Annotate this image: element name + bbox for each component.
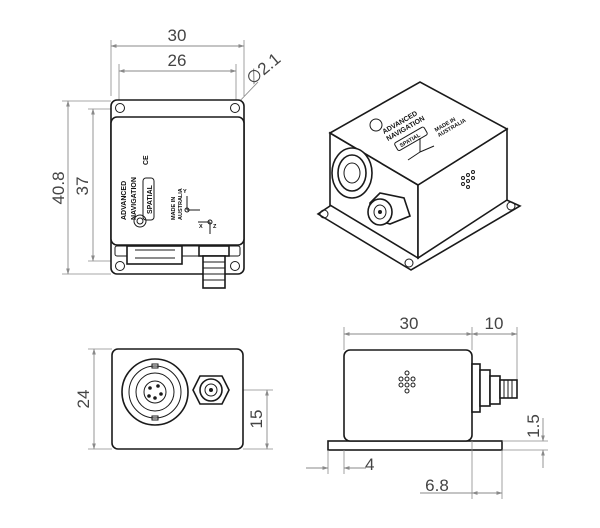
svg-text:Y: Y — [183, 189, 187, 195]
mount-hole-icon — [230, 103, 240, 113]
iso-axes-icon — [407, 138, 435, 161]
svg-text:X: X — [199, 224, 203, 230]
dim-4: 4 — [365, 455, 374, 474]
logo-icon — [133, 214, 147, 228]
sma-connector-top — [198, 245, 230, 289]
dim-hole-diameter: ∅2.1 — [243, 49, 285, 88]
circular-connector-top — [126, 245, 183, 265]
iso-sma-connector — [367, 192, 411, 226]
iso-circular-connector — [331, 147, 373, 199]
iso-logo-icon — [369, 118, 383, 132]
origin-line2: AUSTRALIA — [178, 188, 184, 220]
side-view: 30 10 1.5 4 — [306, 314, 548, 499]
axes-icon-2: X Z — [198, 219, 217, 234]
isometric-view: ADVANCED NAVIGATION SPATIAL MADE IN AUST… — [316, 81, 522, 271]
top-view: 30 26 ∅2.1 40.8 37 — [49, 26, 285, 289]
dim-40-8: 40.8 — [49, 171, 68, 204]
iso-vent-holes — [461, 170, 475, 189]
side-connector — [471, 363, 518, 413]
front-circular-connector — [121, 358, 189, 426]
dim-10: 10 — [485, 314, 504, 333]
front-view: 24 15 — [74, 348, 273, 450]
svg-text:Z: Z — [213, 224, 217, 230]
iso-mount-hole-icon — [319, 209, 329, 219]
dim-1-5: 1.5 — [524, 414, 543, 438]
dim-30-top: 30 — [168, 26, 187, 45]
logo-inner-icon — [136, 217, 144, 225]
brand-line2: NAVIGATION — [131, 177, 138, 220]
front-sma-connector — [192, 375, 230, 405]
dim-26: 26 — [168, 51, 187, 70]
axes-icon: Y — [183, 189, 200, 213]
side-vent-holes — [398, 370, 416, 394]
iso-mount-hole-icon — [404, 258, 414, 268]
top-label: ADVANCED NAVIGATION SPATIAL CE MADE IN A… — [121, 155, 184, 221]
product-name: SPATIAL — [147, 184, 154, 214]
dim-15: 15 — [247, 410, 266, 429]
iso-mount-hole-icon — [506, 201, 516, 211]
dim-24: 24 — [74, 390, 93, 409]
top-body — [110, 116, 245, 246]
mount-hole-icon — [115, 261, 125, 271]
ce-mark: CE — [143, 155, 150, 165]
side-body — [343, 349, 473, 442]
side-base-plate — [327, 440, 503, 451]
origin-line1: MADE IN — [171, 197, 177, 220]
mount-hole-icon — [230, 261, 240, 271]
dim-30-side: 30 — [400, 314, 419, 333]
brand-line1: ADVANCED — [121, 181, 128, 220]
mount-hole-icon — [115, 103, 125, 113]
iso-top-face — [328, 81, 509, 186]
dim-37: 37 — [73, 177, 92, 196]
dim-6-8: 6.8 — [425, 476, 449, 495]
